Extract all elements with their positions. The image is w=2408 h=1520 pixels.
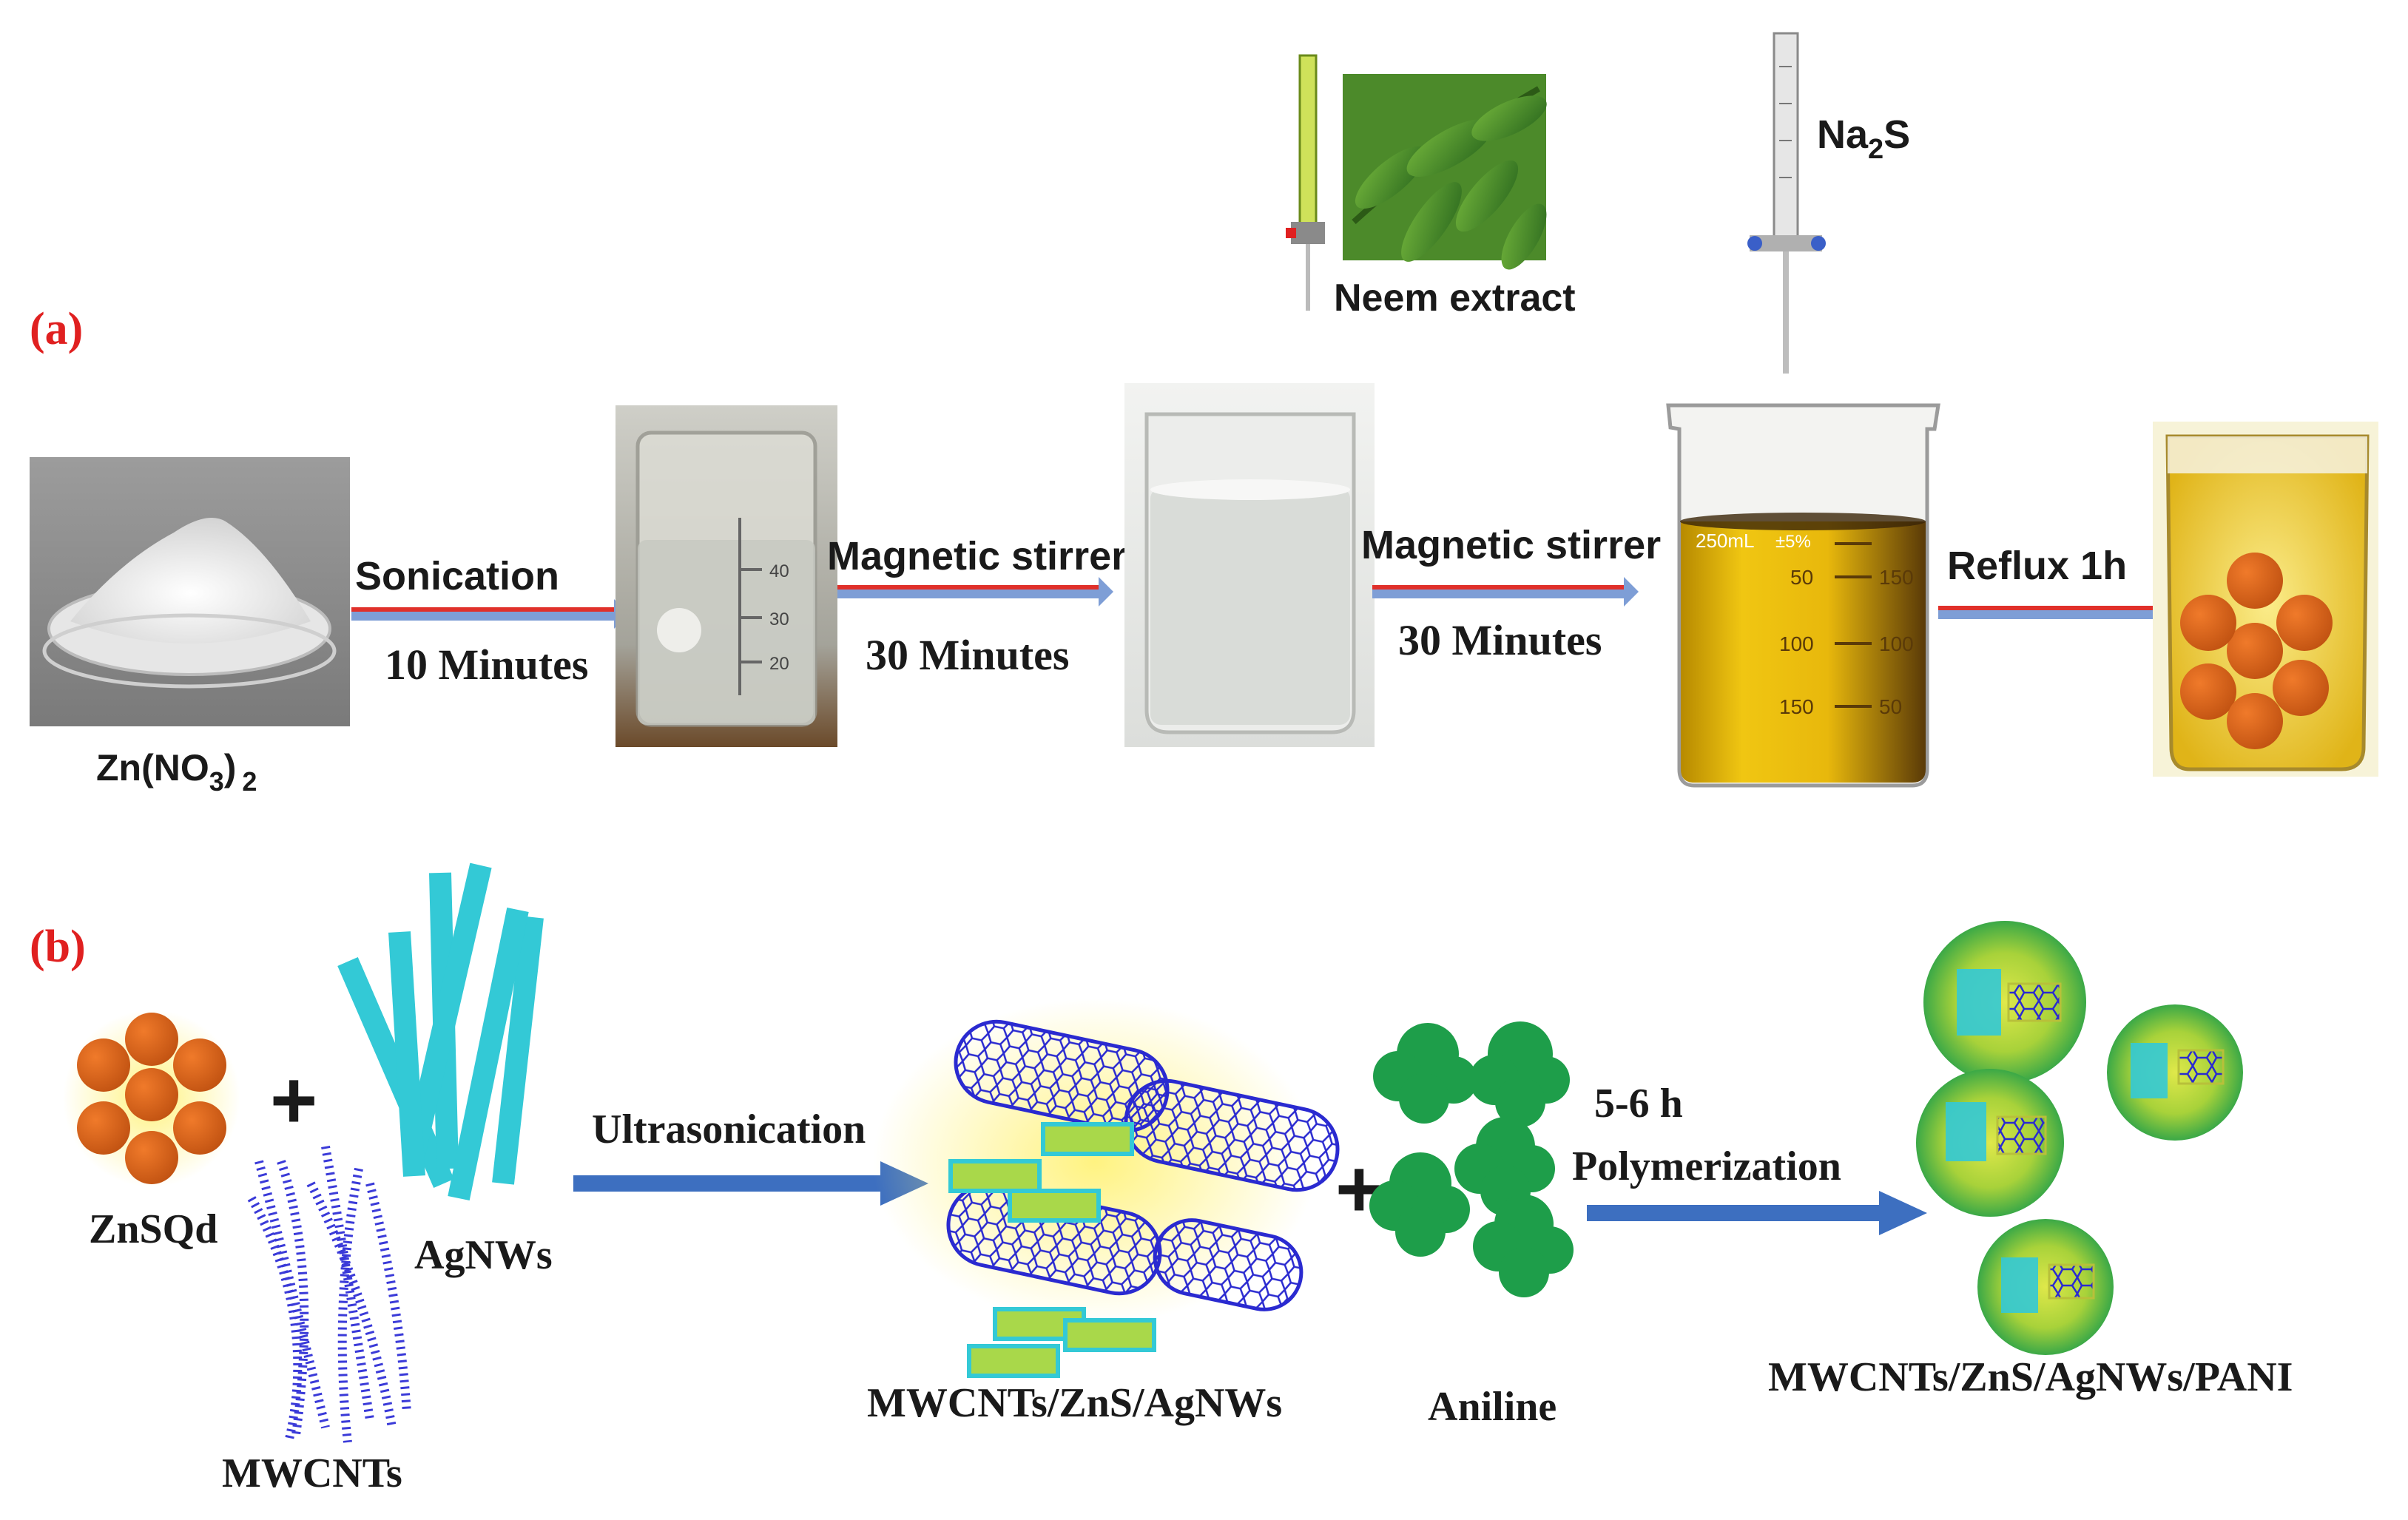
- water-beaker-photo: 40 30 20: [616, 405, 837, 747]
- stirrer-arrow-1: [837, 577, 1113, 607]
- reflux-beaker-icon: [2153, 422, 2378, 777]
- aniline-label: Aniline: [1428, 1384, 1557, 1430]
- stirrer-time-label-1: 30 Minutes: [866, 631, 1070, 679]
- reflux-dot-5: [2273, 660, 2329, 716]
- beaker-left-mark-100: 100: [1779, 632, 1814, 655]
- polymerization-arrow: [1587, 1191, 1927, 1235]
- agnws-icon: [337, 862, 544, 1201]
- final-composite-icon: [1916, 921, 2243, 1355]
- znsqd-label: ZnSQd: [89, 1206, 217, 1252]
- water-beaker-mark-20: 20: [769, 654, 789, 674]
- beaker-volume-mark: 250mL: [1696, 530, 1755, 552]
- mwcnts-icon: [247, 1145, 411, 1444]
- panel-a-label: (a): [30, 304, 83, 354]
- ultrasonication-label: Ultrasonication: [592, 1107, 866, 1152]
- aniline-icon: [1369, 1021, 1574, 1297]
- milky-beaker-photo: [1124, 383, 1375, 747]
- na2s-burette-icon: [1747, 32, 1826, 374]
- beaker-left-mark-150: 150: [1779, 695, 1814, 718]
- pani-particle-2: [1916, 1069, 2064, 1217]
- agnws-label: AgNWs: [414, 1232, 553, 1278]
- stirrer-label-1: Magnetic stirrer: [827, 534, 1127, 578]
- water-beaker-mark-40: 40: [769, 561, 789, 581]
- reflux-arrow: [1938, 598, 2168, 627]
- pani-particle-3: [2107, 1004, 2243, 1141]
- oil-beaker-icon: 250mL ±5% 50 100 150 150 100 50: [1666, 403, 1940, 788]
- pani-particle-1: [1923, 921, 2086, 1084]
- stirrer-arrow-2: [1372, 577, 1639, 607]
- reflux-dot-2: [2276, 595, 2333, 651]
- reflux-dot-7: [2227, 693, 2283, 749]
- composite-label: MWCNTs/ZnS/AgNWs: [867, 1380, 1282, 1426]
- zinc-nitrate-label: Zn(NO3)2: [96, 747, 257, 797]
- reflux-dot-4: [2180, 595, 2236, 651]
- composite-nanotubes-icon: [873, 999, 1340, 1378]
- beaker-right-mark-100: 100: [1879, 632, 1914, 655]
- beaker-left-mark-50: 50: [1790, 566, 1813, 589]
- panel-b-label: (b): [30, 922, 86, 972]
- beaker-tolerance-mark: ±5%: [1775, 532, 1811, 552]
- stirrer-time-label-2: 30 Minutes: [1398, 616, 1602, 664]
- mwcnts-label: MWCNTs: [222, 1450, 402, 1496]
- sonication-time-label: 10 Minutes: [385, 641, 589, 689]
- reflux-label: Reflux 1h: [1947, 544, 2127, 588]
- beaker-right-mark-50: 50: [1879, 695, 1902, 718]
- neem-extract-label: Neem extract: [1334, 277, 1576, 320]
- reflux-dot-1: [2227, 553, 2283, 609]
- polymerization-time-label: 5-6 h: [1594, 1081, 1683, 1127]
- water-beaker-mark-30: 30: [769, 609, 789, 629]
- svg-text:Zn(NO3)2: Zn(NO3)2: [96, 747, 257, 797]
- pani-particle-4: [1977, 1219, 2114, 1355]
- znsqd-cluster-icon: [63, 1010, 240, 1187]
- neem-leaf-photo: [1343, 74, 1547, 270]
- sonication-arrow: [351, 599, 629, 629]
- stirrer-label-2: Magnetic stirrer: [1361, 523, 1661, 567]
- polymerization-label: Polymerization: [1572, 1144, 1841, 1189]
- beaker-right-mark-150: 150: [1879, 566, 1914, 589]
- plus-sign-1: +: [270, 1055, 317, 1146]
- final-composite-label: MWCNTs/ZnS/AgNWs/PANI: [1768, 1354, 2293, 1400]
- reflux-dot-3: [2227, 623, 2283, 679]
- na2s-label: Na2S: [1817, 112, 1910, 165]
- neem-burette-icon: [1286, 54, 1325, 311]
- reflux-dot-6: [2180, 663, 2236, 720]
- sonication-label: Sonication: [355, 554, 559, 598]
- zinc-nitrate-photo: [30, 457, 350, 726]
